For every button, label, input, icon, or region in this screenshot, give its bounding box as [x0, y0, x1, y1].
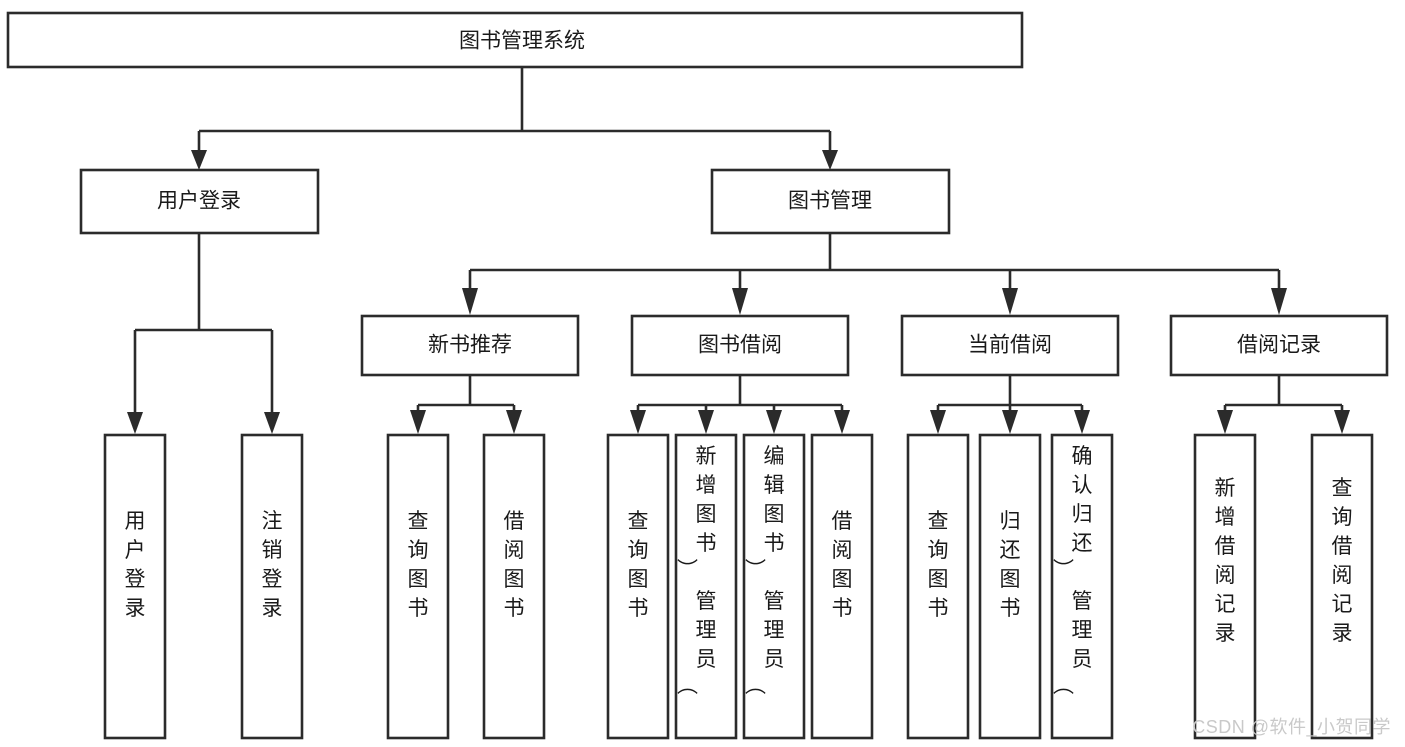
arrow-head-re-leaf-1	[1217, 410, 1233, 434]
node-current-borrow[interactable]: 当前借阅	[900, 314, 1120, 377]
leaf-current-3-box[interactable]	[1050, 433, 1114, 740]
node-borrow-records[interactable]: 借阅记录	[1169, 314, 1389, 377]
leaf-records-2-box[interactable]	[1310, 433, 1374, 740]
arrow-head-records	[1271, 288, 1287, 315]
node-new-book-recommend[interactable]: 新书推荐	[360, 314, 580, 377]
node-book-borrow[interactable]: 图书借阅	[630, 314, 850, 377]
leaf-borrow-4-label: 借阅图书	[832, 510, 853, 620]
leaf-user-login-2-label: 注销登录	[262, 510, 283, 620]
leaf-borrow-4[interactable]: 借阅图书	[810, 433, 874, 740]
arrow-head-cu-leaf-3	[1074, 410, 1090, 434]
node-current-borrow-box[interactable]	[900, 314, 1120, 377]
leaf-borrow-2-box[interactable]	[674, 433, 738, 740]
leaf-current-2[interactable]: 归还图书	[978, 433, 1042, 740]
leaf-records-2[interactable]: 查询借阅记录	[1310, 433, 1374, 740]
csdn-watermark: CSDN @软件_小贺同学	[1192, 717, 1391, 737]
arrow-head-bo-leaf-2	[698, 410, 714, 434]
arrow-head-bookmgmt	[822, 150, 838, 170]
arrow-head-login	[191, 150, 207, 170]
leaf-current-2-label: 归还图书	[1000, 510, 1021, 620]
leaf-records-1[interactable]: 新增借阅记录	[1193, 433, 1257, 740]
leaf-current-1-label: 查询图书	[928, 510, 949, 620]
arrow-head-login-leaf-2	[264, 412, 280, 434]
leaf-user-login-1-box[interactable]	[103, 433, 167, 740]
leaf-current-3[interactable]: 确认归还（管理员）	[1050, 433, 1114, 740]
arrow-head-bo-leaf-4	[834, 410, 850, 434]
leaf-borrow-3-box[interactable]	[742, 433, 806, 740]
node-user-login[interactable]: 用户登录	[79, 168, 320, 235]
leaf-borrow-2[interactable]: 新增图书（管理员）	[674, 433, 738, 740]
leaf-user-login-1[interactable]: 用户登录	[103, 433, 167, 740]
node-current-borrow-label: 当前借阅	[968, 334, 1052, 357]
arrow-head-borrow	[732, 288, 748, 315]
leaf-borrow-4-box[interactable]	[810, 433, 874, 740]
connectors	[127, 67, 1350, 434]
node-borrow-records-box[interactable]	[1169, 314, 1389, 377]
leaf-borrow-3-label: 编辑图书（管理员）	[746, 445, 785, 695]
leaf-new-book-2-box[interactable]	[482, 433, 546, 740]
arrow-head-current	[1002, 288, 1018, 315]
node-new-book-recommend-box[interactable]	[360, 314, 580, 377]
leaf-borrow-3[interactable]: 编辑图书（管理员）	[742, 433, 806, 740]
arrow-head-cu-leaf-1	[930, 410, 946, 434]
node-new-book-recommend-label: 新书推荐	[428, 334, 512, 357]
node-root-box[interactable]	[6, 11, 1024, 69]
arrow-head-bo-leaf-3	[766, 410, 782, 434]
leaf-current-2-box[interactable]	[978, 433, 1042, 740]
leaf-records-2-label: 查询借阅记录	[1332, 477, 1353, 645]
leaf-user-login-1-label: 用户登录	[125, 510, 146, 620]
leaf-new-book-2[interactable]: 借阅图书	[482, 433, 546, 740]
node-book-management[interactable]: 图书管理	[710, 168, 951, 235]
node-book-management-box[interactable]	[710, 168, 951, 235]
node-root[interactable]: 图书管理系统	[6, 11, 1024, 69]
node-user-login-label: 用户登录	[157, 190, 241, 213]
leaf-user-login-2-box[interactable]	[240, 433, 304, 740]
arrow-head-nb-leaf-1	[410, 410, 426, 434]
node-user-login-box[interactable]	[79, 168, 320, 235]
leaf-new-book-1-label: 查询图书	[408, 510, 429, 620]
node-book-management-label: 图书管理	[788, 190, 872, 213]
leaf-borrow-1-label: 查询图书	[628, 510, 649, 620]
node-book-borrow-box[interactable]	[630, 314, 850, 377]
leaf-current-1-box[interactable]	[906, 433, 970, 740]
leaf-new-book-2-label: 借阅图书	[504, 510, 525, 620]
leaf-records-1-label: 新增借阅记录	[1215, 477, 1236, 645]
arrow-head-nb-leaf-2	[506, 410, 522, 434]
leaf-user-login-2[interactable]: 注销登录	[240, 433, 304, 740]
node-book-borrow-label: 图书借阅	[698, 334, 782, 357]
leaf-borrow-1[interactable]: 查询图书	[606, 433, 670, 740]
arrow-head-newbook	[462, 288, 478, 315]
leaf-current-3-label: 确认归还（管理员）	[1054, 445, 1093, 695]
node-borrow-records-label: 借阅记录	[1237, 334, 1321, 357]
arrow-head-bo-leaf-1	[630, 410, 646, 434]
leaf-borrow-2-label: 新增图书（管理员）	[678, 445, 717, 695]
arrow-head-re-leaf-2	[1334, 410, 1350, 434]
leaf-borrow-1-box[interactable]	[606, 433, 670, 740]
leaf-records-1-box[interactable]	[1193, 433, 1257, 740]
arrow-head-cu-leaf-2	[1002, 410, 1018, 434]
arrow-head-login-leaf-1	[127, 412, 143, 434]
leaf-new-book-1-box[interactable]	[386, 433, 450, 740]
node-root-label: 图书管理系统	[459, 30, 585, 53]
leaf-current-1[interactable]: 查询图书	[906, 433, 970, 740]
leaf-new-book-1[interactable]: 查询图书	[386, 433, 450, 740]
